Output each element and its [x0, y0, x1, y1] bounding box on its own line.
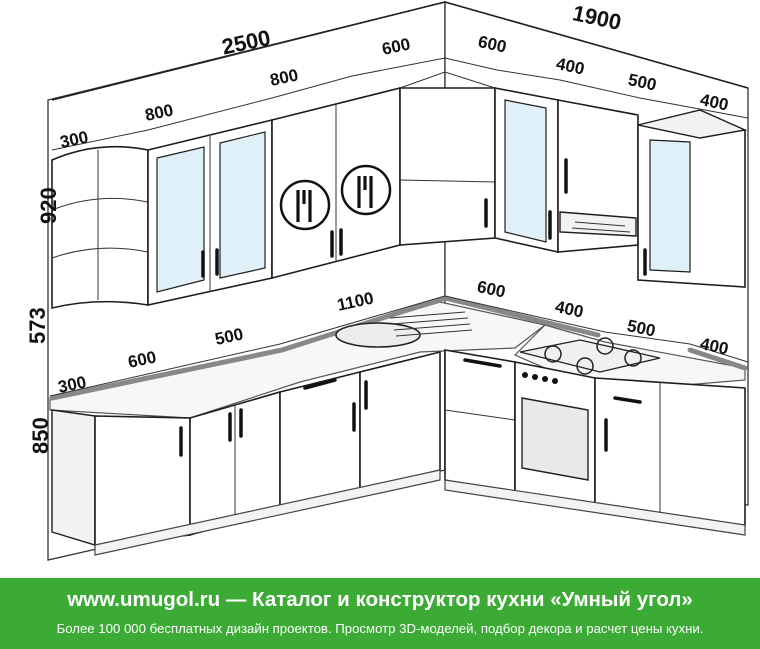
glass-door: [649, 139, 691, 273]
banner-subtitle: Более 100 000 бесплатных дизайн проектов…: [56, 621, 704, 636]
knob-icon: [542, 376, 548, 382]
base-corner-cabinet: [94, 415, 191, 546]
drawer-line: [444, 409, 516, 421]
upper-cabinets-left: [51, 86, 401, 310]
oven-door: [521, 397, 589, 481]
dim-height-base: 850: [28, 417, 53, 454]
dim-height-upper: 920: [36, 187, 61, 224]
corner-top: [399, 71, 496, 89]
sink-drainboard: [389, 311, 473, 337]
glass-door: [504, 99, 547, 243]
hood-vents: [571, 221, 631, 233]
dimline-upper-left: [51, 57, 446, 151]
plinth-right: [444, 479, 746, 536]
promo-banner[interactable]: www.umugol.ru — Каталог и конструктор ку…: [0, 578, 760, 649]
glass-door-left: [156, 146, 205, 293]
cutlery-icon: [296, 190, 312, 222]
plinth-left: [94, 469, 441, 556]
dim-height-gap: 573: [25, 307, 50, 344]
handle: [303, 378, 337, 390]
sink-base-cabinet: [279, 370, 361, 512]
dimline-total-left: [51, 1, 446, 101]
burner-icon: [544, 345, 562, 363]
cutlery-icon: [357, 176, 373, 208]
dim-total-right: 1900: [570, 0, 623, 35]
kitchen-drawing: 2500 1900 300 800 800 600 600 400 500 40…: [25, 0, 749, 561]
burner-icon: [576, 357, 594, 375]
base-cabinets-right: [444, 349, 746, 536]
knob-icon: [532, 374, 538, 380]
angled-end-cabinet: [51, 409, 96, 546]
glass-door-right: [219, 131, 266, 279]
banner-title[interactable]: www.umugol.ru — Каталог и конструктор ку…: [67, 588, 693, 611]
base-end-cabinet: [359, 350, 441, 492]
upper-cabinets-right: [494, 87, 748, 288]
base-cabinets-left: [51, 350, 441, 556]
cooktop: [519, 339, 661, 373]
dimline-lower-left: [49, 295, 446, 397]
shelf-line: [399, 179, 496, 183]
shelf-lines: [51, 150, 149, 300]
knob-icon: [522, 372, 528, 378]
dimline-upper-right: [444, 57, 749, 119]
base-drawer-cabinet: [444, 349, 516, 496]
dimension-lines: [49, 1, 749, 397]
dimline-total-right: [444, 1, 749, 89]
cabinet-side: [637, 109, 748, 139]
handle: [463, 358, 502, 368]
corner-cabinet-body: [399, 87, 496, 246]
burner-icon: [596, 337, 614, 355]
burner-icon: [624, 349, 642, 367]
dimline-lower-right: [444, 295, 749, 363]
backsplash-edge-left: [49, 295, 448, 401]
knob-icon: [552, 378, 558, 384]
backsplash-edge-right: [442, 295, 748, 371]
upper-corner-cabinet: [399, 71, 496, 246]
open-end-shelf: [51, 145, 149, 310]
handle: [613, 396, 642, 404]
sink-bowl: [335, 322, 421, 348]
plate-icon: [279, 179, 331, 231]
